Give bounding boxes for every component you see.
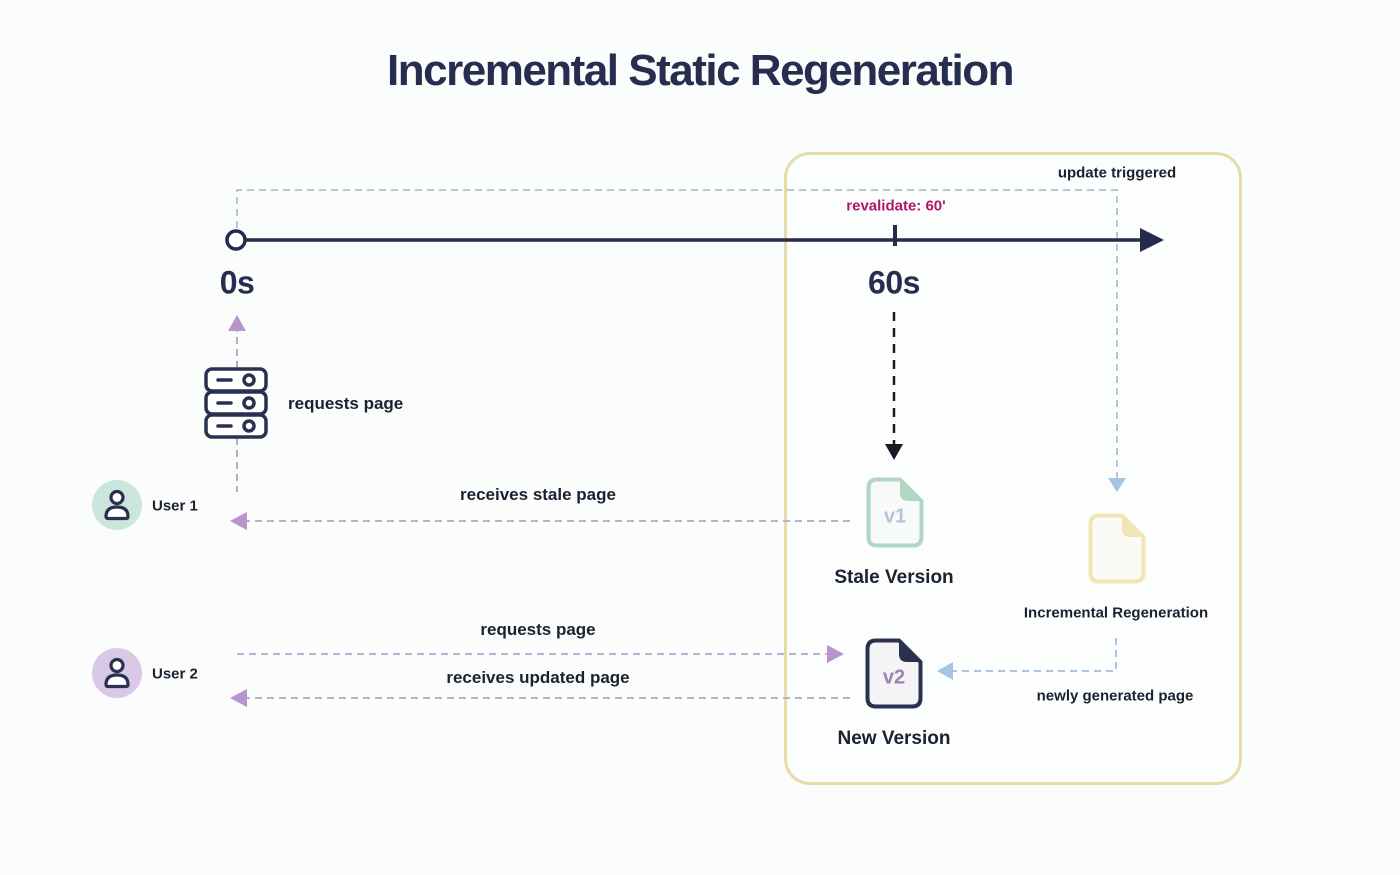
- revalidation-window-box: [784, 152, 1242, 785]
- timeline-arrowhead-icon: [1140, 228, 1164, 252]
- user2-avatar: [92, 648, 142, 698]
- user1-avatar: [92, 480, 142, 530]
- user2-receive-path: [230, 689, 850, 707]
- timeline-start-circle: [225, 229, 247, 251]
- user2-requests-page-label: requests page: [480, 620, 596, 639]
- timeline-start-label: 0s: [219, 264, 255, 301]
- incremental-regeneration-caption: Incremental Regeneration: [1023, 604, 1209, 622]
- regeneration-output-path: [937, 638, 1117, 680]
- user1-name: User 1: [152, 497, 198, 515]
- newly-generated-page-note: newly generated page: [1036, 687, 1194, 705]
- page-title: Incremental Static Regeneration: [387, 46, 1014, 95]
- new-version-caption: New Version: [837, 728, 951, 749]
- receives-updated-page-label: receives updated page: [446, 668, 630, 687]
- server-icon: [204, 367, 268, 439]
- person-icon: [104, 489, 130, 521]
- left-arrowhead-icon: [937, 662, 953, 680]
- server-requests-page-label: requests page: [288, 394, 404, 413]
- timeline-axis: [225, 225, 1164, 252]
- file-version-badge: v1: [883, 505, 907, 528]
- person-icon: [104, 657, 130, 689]
- update-triggered-annotation: update triggered: [1057, 164, 1177, 182]
- stale-serve-path: [885, 312, 903, 460]
- revalidate-annotation: revalidate: 60': [846, 197, 946, 215]
- receives-stale-page-label: receives stale page: [460, 485, 616, 504]
- file-version-badge: v2: [882, 666, 906, 689]
- update-trigger-path: [236, 189, 1126, 492]
- user2-name: User 2: [152, 665, 198, 683]
- user1-receive-path: [230, 512, 850, 530]
- stale-version-file-icon: v1: [866, 477, 924, 548]
- right-arrowhead-icon: [827, 645, 844, 663]
- up-arrowhead-icon: [228, 315, 246, 331]
- down-arrowhead-icon: [885, 444, 903, 460]
- new-version-file-icon: v2: [865, 638, 923, 709]
- timeline-60s-label: 60s: [868, 264, 920, 301]
- down-arrowhead-icon: [1108, 478, 1126, 492]
- left-arrowhead-icon: [230, 689, 247, 707]
- user2-request-path: [237, 645, 844, 663]
- left-arrowhead-icon: [230, 512, 247, 530]
- stale-version-caption: Stale Version: [834, 567, 954, 588]
- server-request-path: [228, 315, 246, 492]
- regenerated-file-icon: [1088, 513, 1146, 584]
